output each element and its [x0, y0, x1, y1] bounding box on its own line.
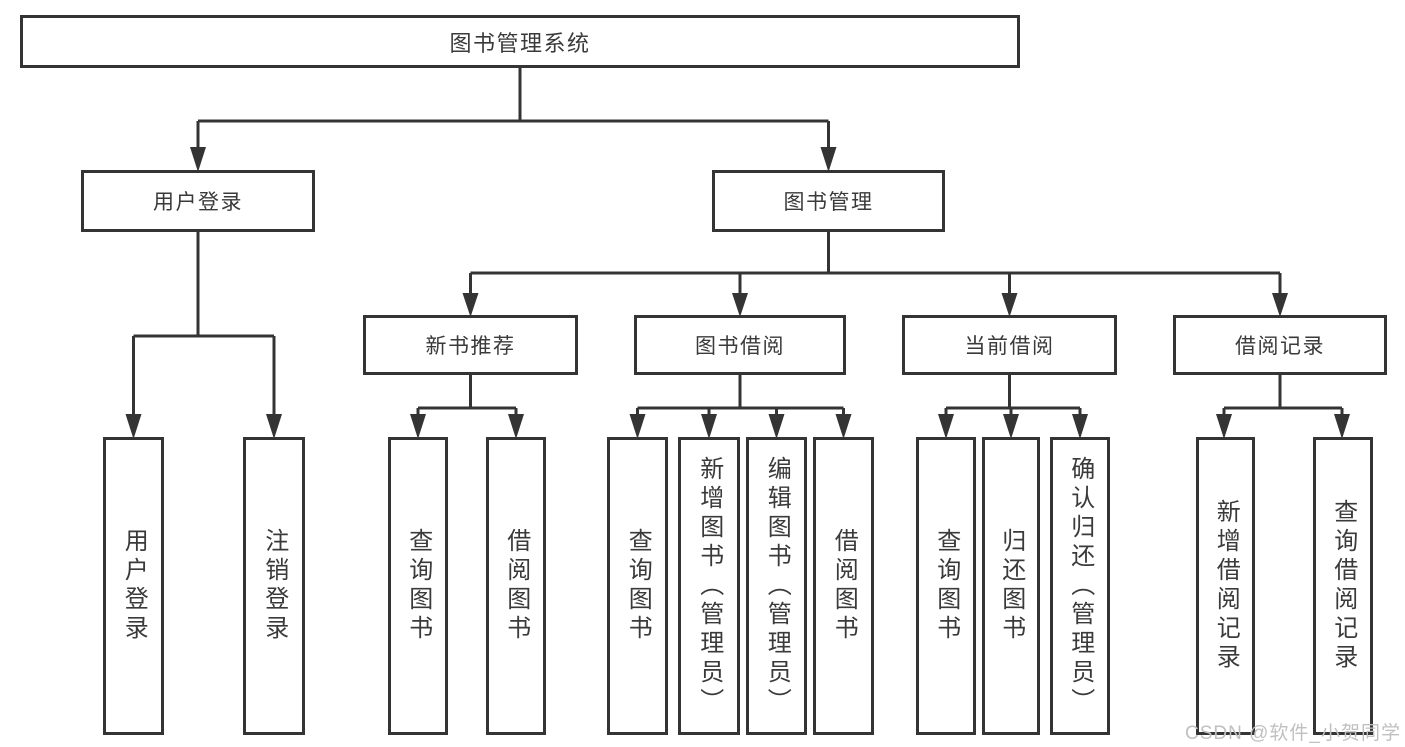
node-book-borrowing-label: 图书借阅 — [695, 335, 785, 358]
leaf-edit-book-admin: 编辑图书（管理员） — [746, 437, 807, 735]
leaf-return-books-label: 归还图书 — [997, 528, 1025, 644]
leaf-query-books-recommend-label: 查询图书 — [404, 528, 432, 644]
node-book-management: 图书管理 — [712, 170, 945, 232]
leaf-borrow-books-recommend: 借阅图书 — [486, 437, 546, 735]
node-book-borrowing: 图书借阅 — [634, 315, 846, 375]
leaf-query-books-recommend: 查询图书 — [388, 437, 448, 735]
leaf-add-book-admin: 新增图书（管理员） — [678, 437, 740, 735]
leaf-logout: 注销登录 — [243, 437, 305, 735]
leaf-query-borrow-record-label: 查询借阅记录 — [1329, 499, 1357, 673]
leaf-add-book-admin-label: 新增图书（管理员） — [695, 455, 723, 717]
leaf-borrow-books-recommend-label: 借阅图书 — [502, 528, 530, 644]
node-book-management-label: 图书管理 — [783, 191, 874, 214]
leaf-borrow-books: 借阅图书 — [813, 437, 874, 735]
csdn-watermark: CSDN @软件_小贺同学 — [1185, 723, 1401, 744]
leaf-query-books-borrowing: 查询图书 — [607, 437, 668, 735]
node-new-book-recommendation-label: 新书推荐 — [425, 335, 516, 358]
node-user-login: 用户登录 — [81, 170, 315, 232]
leaf-query-books-current: 查询图书 — [916, 437, 976, 735]
node-root: 图书管理系统 — [20, 15, 1020, 68]
leaf-query-borrow-record: 查询借阅记录 — [1313, 437, 1373, 735]
node-new-book-recommendation: 新书推荐 — [363, 315, 578, 375]
leaf-user-login: 用户登录 — [103, 437, 164, 735]
arrowheads — [125, 147, 1350, 439]
node-current-borrowing-label: 当前借阅 — [964, 335, 1055, 358]
leaf-add-borrow-record: 新增借阅记录 — [1196, 437, 1255, 735]
node-borrowing-records: 借阅记录 — [1173, 315, 1387, 375]
leaf-user-login-label: 用户登录 — [120, 528, 148, 644]
node-root-label: 图书管理系统 — [449, 30, 591, 56]
leaf-confirm-return-admin: 确认归还（管理员） — [1050, 437, 1110, 735]
leaf-query-books-current-label: 查询图书 — [932, 528, 960, 644]
leaf-confirm-return-admin-label: 确认归还（管理员） — [1066, 455, 1094, 717]
leaf-return-books: 归还图书 — [982, 437, 1040, 735]
leaf-add-borrow-record-label: 新增借阅记录 — [1212, 499, 1240, 673]
leaf-borrow-books-label: 借阅图书 — [830, 528, 858, 644]
node-current-borrowing: 当前借阅 — [902, 315, 1117, 375]
node-user-login-label: 用户登录 — [153, 191, 243, 214]
leaf-edit-book-admin-label: 编辑图书（管理员） — [763, 455, 791, 717]
leaf-query-books-borrowing-label: 查询图书 — [624, 528, 652, 644]
leaf-logout-label: 注销登录 — [260, 528, 288, 644]
node-borrowing-records-label: 借阅记录 — [1235, 335, 1325, 358]
